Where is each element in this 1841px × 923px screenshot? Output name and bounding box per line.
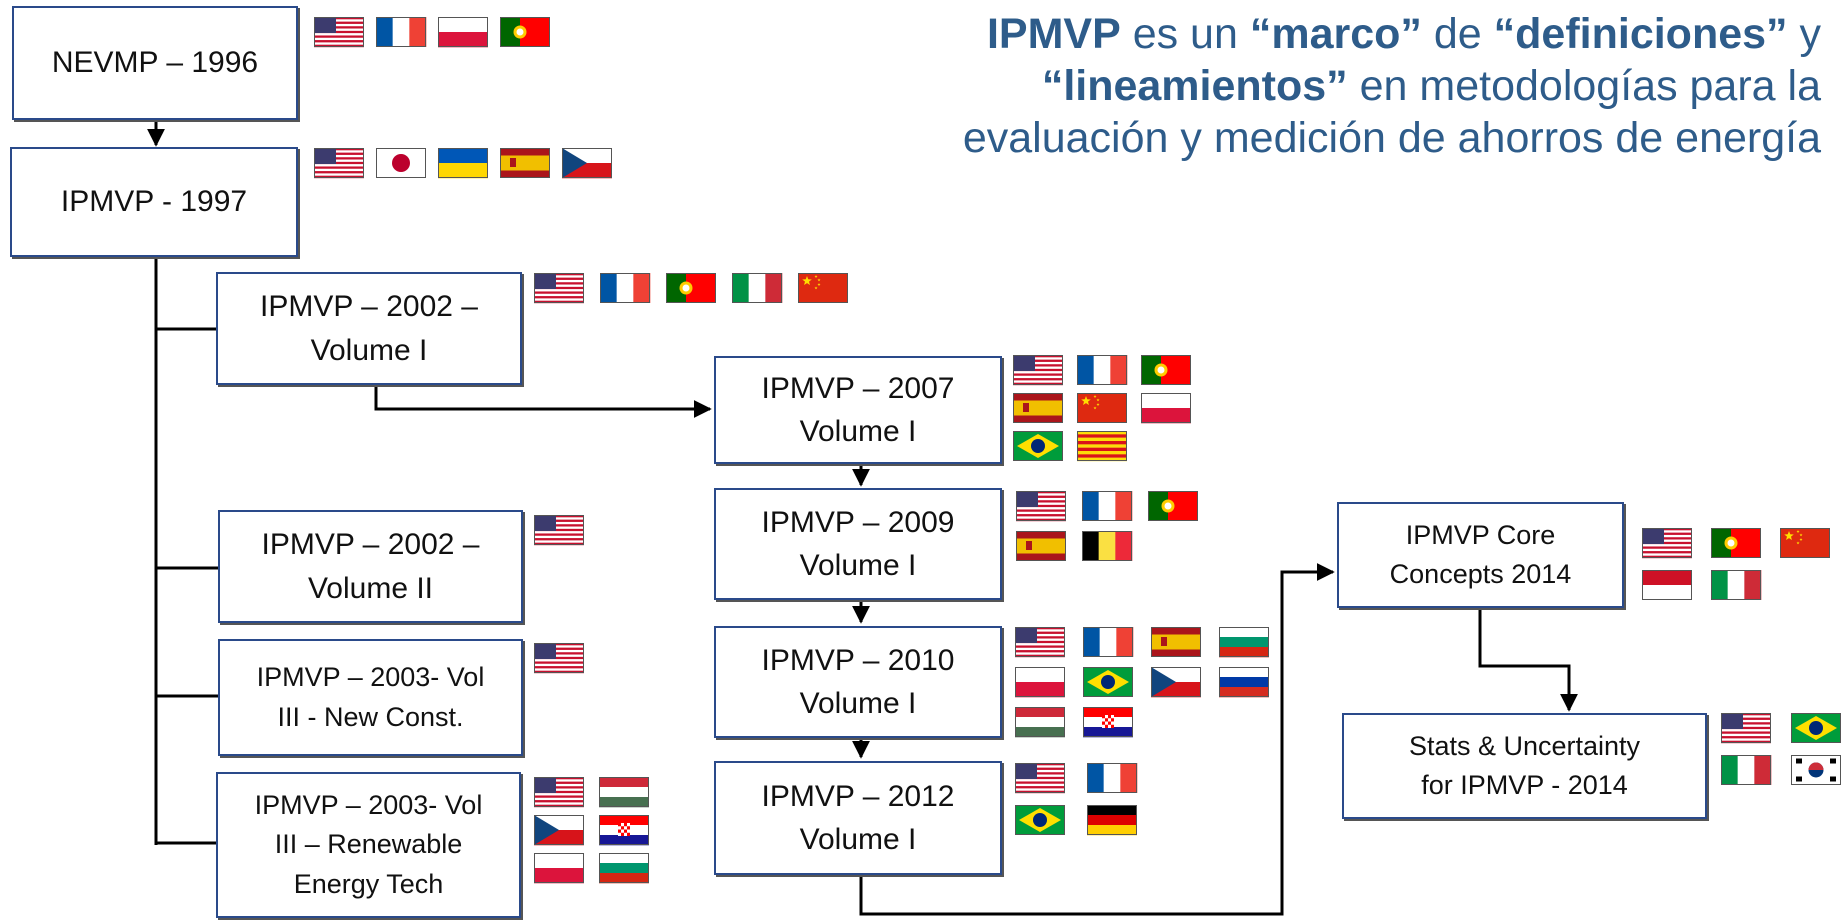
usa-flag-icon xyxy=(1013,355,1063,386)
usa-flag-icon xyxy=(1721,713,1771,744)
portugal-flag-icon xyxy=(1711,528,1761,558)
node-ipmvp-1997: IPMVP - 1997 xyxy=(10,147,298,257)
node-label: IPMVP – 2003- Vol III – Renewable Energy… xyxy=(254,790,483,899)
poland-flag-icon xyxy=(1015,667,1065,698)
poland-flag-icon xyxy=(438,17,488,48)
russia-flag-icon xyxy=(1219,667,1269,698)
china-flag-icon xyxy=(798,273,848,303)
node-label: IPMVP Core Concepts 2014 xyxy=(1389,519,1572,589)
china-flag-icon xyxy=(1780,528,1830,558)
usa-flag-icon xyxy=(314,148,364,179)
croatia-flag-icon xyxy=(1083,707,1133,738)
usa-flag-icon xyxy=(534,643,584,674)
connector-core-to-stats xyxy=(1478,610,1578,712)
brazil-flag-icon xyxy=(1013,431,1063,461)
czech-flag-icon xyxy=(562,148,612,179)
spain-flag-icon xyxy=(1013,393,1063,423)
headline-text: IPMVP es un “marco” de “definiciones” y … xyxy=(841,8,1821,164)
node-label: IPMVP – 2007 Volume I xyxy=(761,371,955,449)
germany-flag-icon xyxy=(1087,805,1137,836)
usa-flag-icon xyxy=(534,515,584,546)
node-label: Stats & Uncertainty for IPMVP - 2014 xyxy=(1408,730,1641,800)
hungary-flag-icon xyxy=(1015,707,1065,738)
headline-part: y xyxy=(1787,10,1821,58)
spain-flag-icon xyxy=(500,148,550,178)
usa-flag-icon xyxy=(1016,491,1066,522)
japan-flag-icon xyxy=(376,148,426,178)
portugal-flag-icon xyxy=(666,273,716,303)
node-label: IPMVP – 2002 – Volume II xyxy=(261,528,480,605)
node-stats-uncertainty-2014: Stats & Uncertainty for IPMVP - 2014 xyxy=(1342,713,1707,819)
france-flag-icon xyxy=(376,17,427,47)
headline-part: “lineamientos” xyxy=(1041,62,1348,111)
china-flag-icon xyxy=(1077,393,1127,423)
headline-part: “definiciones” xyxy=(1493,10,1788,58)
usa-flag-icon xyxy=(314,17,364,48)
node-label: IPMVP – 2009 Volume I xyxy=(761,505,955,583)
portugal-flag-icon xyxy=(1141,355,1191,385)
brazil-flag-icon xyxy=(1083,667,1133,697)
bulgaria-flag-icon xyxy=(1219,627,1269,658)
italy-flag-icon xyxy=(1711,570,1762,600)
korea-flag-icon xyxy=(1791,755,1841,785)
france-flag-icon xyxy=(1082,491,1133,521)
portugal-flag-icon xyxy=(500,17,550,47)
brazil-flag-icon xyxy=(1791,713,1841,743)
france-flag-icon xyxy=(1083,627,1134,657)
usa-flag-icon xyxy=(534,777,584,808)
node-ipmvp-2002-vol1: IPMVP – 2002 – Volume I xyxy=(216,272,522,385)
node-label: IPMVP – 2003- Vol III - New Const. xyxy=(256,662,485,732)
spain-flag-icon xyxy=(1151,627,1201,657)
node-label: IPMVP – 2010 Volume I xyxy=(761,643,955,721)
ukraine-flag-icon xyxy=(438,148,488,179)
france-flag-icon xyxy=(1077,355,1128,385)
croatia-flag-icon xyxy=(599,815,649,846)
connector-2002-to-2007 xyxy=(374,387,712,418)
node-ipmvp-2012: IPMVP – 2012 Volume I xyxy=(714,761,1002,875)
node-label: IPMVP – 2002 – Volume I xyxy=(260,290,478,367)
headline-part: es un xyxy=(1120,10,1250,58)
headline-part: en metodologías para la evaluación y med… xyxy=(962,62,1821,163)
node-ipmvp-2002-vol2: IPMVP – 2002 – Volume II xyxy=(218,510,523,623)
usa-flag-icon xyxy=(1642,528,1692,559)
headline-part: IPMVP xyxy=(986,10,1121,58)
node-ipmvp-2003-newconst: IPMVP – 2003- Vol III - New Const. xyxy=(218,639,523,756)
bulgaria-flag-icon xyxy=(599,853,649,884)
brazil-flag-icon xyxy=(1015,805,1065,835)
portugal-flag-icon xyxy=(1148,491,1198,521)
czech-flag-icon xyxy=(534,815,584,846)
node-core-concepts-2014: IPMVP Core Concepts 2014 xyxy=(1337,502,1624,608)
node-label: IPMVP - 1997 xyxy=(60,185,248,219)
node-ipmvp-2009: IPMVP – 2009 Volume I xyxy=(714,488,1002,600)
belgium-flag-icon xyxy=(1082,531,1133,561)
france-flag-icon xyxy=(1087,763,1138,793)
italy-flag-icon xyxy=(732,273,783,303)
connector-2012-to-core xyxy=(859,563,1335,916)
node-ipmvp-2003-renewable: IPMVP – 2003- Vol III – Renewable Energy… xyxy=(216,772,521,918)
usa-flag-icon xyxy=(534,273,584,304)
headline-part: “marco” xyxy=(1249,10,1422,58)
poland-flag-icon xyxy=(534,853,584,884)
poland-flag-icon xyxy=(1141,393,1191,424)
node-ipmvp-2007: IPMVP – 2007 Volume I xyxy=(714,356,1002,464)
usa-flag-icon xyxy=(1015,627,1065,658)
italy-flag-icon xyxy=(1721,755,1772,785)
node-label: IPMVP – 2012 Volume I xyxy=(761,779,955,857)
spain-flag-icon xyxy=(1016,531,1066,561)
headline-part: de xyxy=(1421,10,1494,58)
catalonia-flag-icon xyxy=(1077,431,1127,462)
node-nevmp-1996: NEVMP – 1996 xyxy=(12,6,298,120)
usa-flag-icon xyxy=(1015,763,1065,794)
france-flag-icon xyxy=(600,273,651,303)
node-ipmvp-2010: IPMVP – 2010 Volume I xyxy=(714,626,1002,738)
indonesia-flag-icon xyxy=(1642,570,1692,601)
czech-flag-icon xyxy=(1151,667,1201,698)
node-label: NEVMP – 1996 xyxy=(51,46,259,80)
hungary-flag-icon xyxy=(599,777,649,808)
